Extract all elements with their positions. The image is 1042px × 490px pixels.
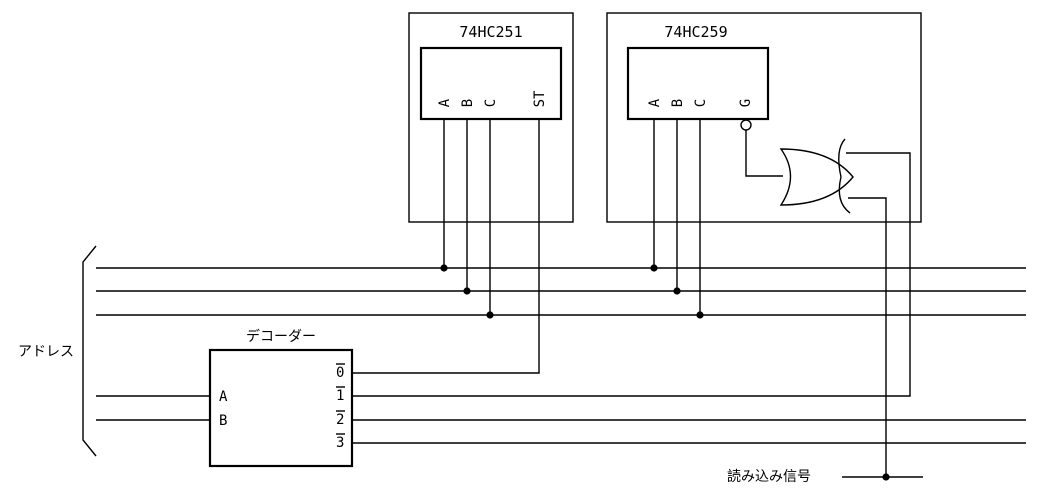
mux-pin-c-label: C bbox=[483, 99, 499, 107]
mux-pin-b-label: B bbox=[460, 99, 476, 107]
or-gate-back-curve-lower bbox=[838, 176, 851, 214]
or-gate bbox=[779, 148, 854, 206]
decoder-input-a-label: A bbox=[219, 389, 228, 405]
junction-mux-c bbox=[486, 311, 494, 319]
decoder-output-3-label: 3 bbox=[336, 435, 344, 451]
mux-module-frame bbox=[408, 12, 574, 223]
or-input-upper-wire bbox=[352, 152, 911, 397]
junction-mux-b bbox=[463, 287, 471, 295]
latch-pin-g-label: G bbox=[738, 99, 754, 107]
junction-latch-c bbox=[696, 311, 704, 319]
or-gate-back-curve bbox=[838, 138, 846, 178]
junction-mux-a bbox=[440, 264, 448, 272]
latch-chip-name: 74HC259 bbox=[664, 23, 727, 41]
mux-chip-name: 74HC251 bbox=[459, 23, 522, 41]
mux-pin-st-label: ST bbox=[532, 90, 548, 107]
decoder-title: デコーダー bbox=[246, 328, 316, 345]
junction-latch-b bbox=[673, 287, 681, 295]
junction-read-signal bbox=[882, 473, 890, 481]
decoder-output-2-label: 2 bbox=[336, 412, 344, 428]
address-bus-brace bbox=[82, 245, 97, 457]
decoder-output-0-label: 0 bbox=[336, 365, 344, 381]
latch-g-inversion-bubble bbox=[740, 119, 752, 131]
junction-latch-a bbox=[650, 264, 658, 272]
mux-st-wire bbox=[352, 119, 540, 374]
decoder-input-b-label: B bbox=[219, 413, 227, 429]
or-input-lower-wire bbox=[848, 197, 887, 477]
latch-g-wire bbox=[745, 130, 783, 177]
decoder-output-1-label: 1 bbox=[336, 388, 344, 404]
mux-pin-a-label: A bbox=[437, 98, 453, 107]
latch-pin-c-label: C bbox=[693, 99, 709, 107]
decoder-body bbox=[208, 348, 354, 468]
decoder-outputs: 0 1 2 3 bbox=[336, 363, 345, 451]
mux-chip-body bbox=[419, 46, 563, 121]
latch-module-frame bbox=[606, 12, 922, 223]
latch-pin-a-label: A bbox=[647, 98, 663, 107]
latch-chip-body bbox=[626, 46, 770, 121]
latch-pin-b-label: B bbox=[670, 99, 686, 107]
address-label: アドレス bbox=[18, 344, 74, 360]
read-signal-label: 読み込み信号 bbox=[727, 468, 811, 485]
